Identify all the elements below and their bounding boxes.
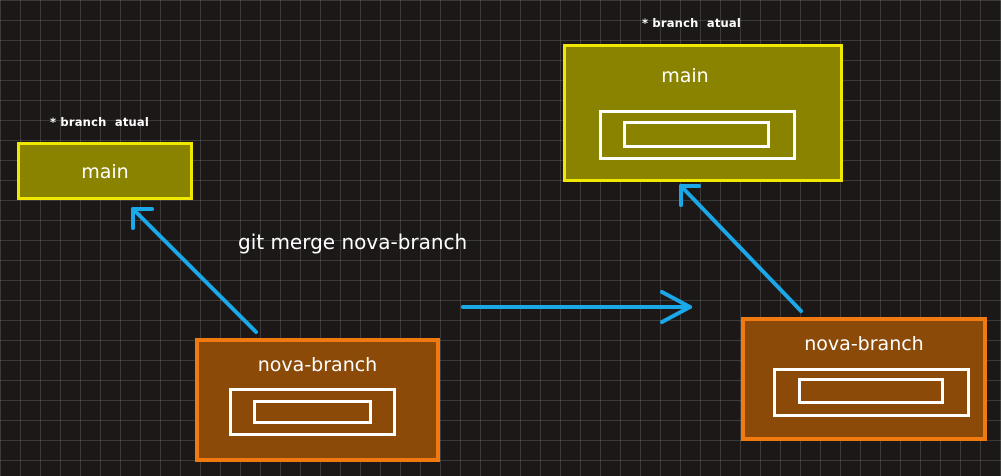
nova-commit-inner-left — [253, 400, 372, 424]
parent-arrow-right — [679, 184, 803, 313]
nova-branch-label-right: nova-branch — [804, 333, 924, 355]
merged-commit-outer-right — [599, 110, 796, 160]
nova-branch-box-right: nova-branch — [741, 317, 987, 441]
nova-branch-label-left: nova-branch — [257, 354, 378, 376]
nova-commit-outer-left — [229, 388, 396, 436]
main-branch-box-right: main — [563, 44, 843, 182]
nova-branch-box-left: nova-branch — [195, 338, 440, 462]
merge-command-label: git merge nova-branch — [238, 230, 468, 254]
main-branch-label-left: main — [81, 161, 129, 183]
main-branch-label-right: main — [661, 65, 709, 87]
current-branch-tag-right: * branch atual — [642, 16, 742, 30]
parent-arrow-left — [131, 207, 258, 334]
main-branch-box-left: main — [17, 142, 193, 200]
current-branch-tag-left: * branch atual — [50, 115, 150, 129]
merged-commit-inner-right — [623, 121, 770, 148]
merge-transition-arrow — [461, 290, 692, 324]
nova-commit-inner-right — [798, 378, 944, 404]
nova-commit-outer-right — [773, 368, 970, 417]
